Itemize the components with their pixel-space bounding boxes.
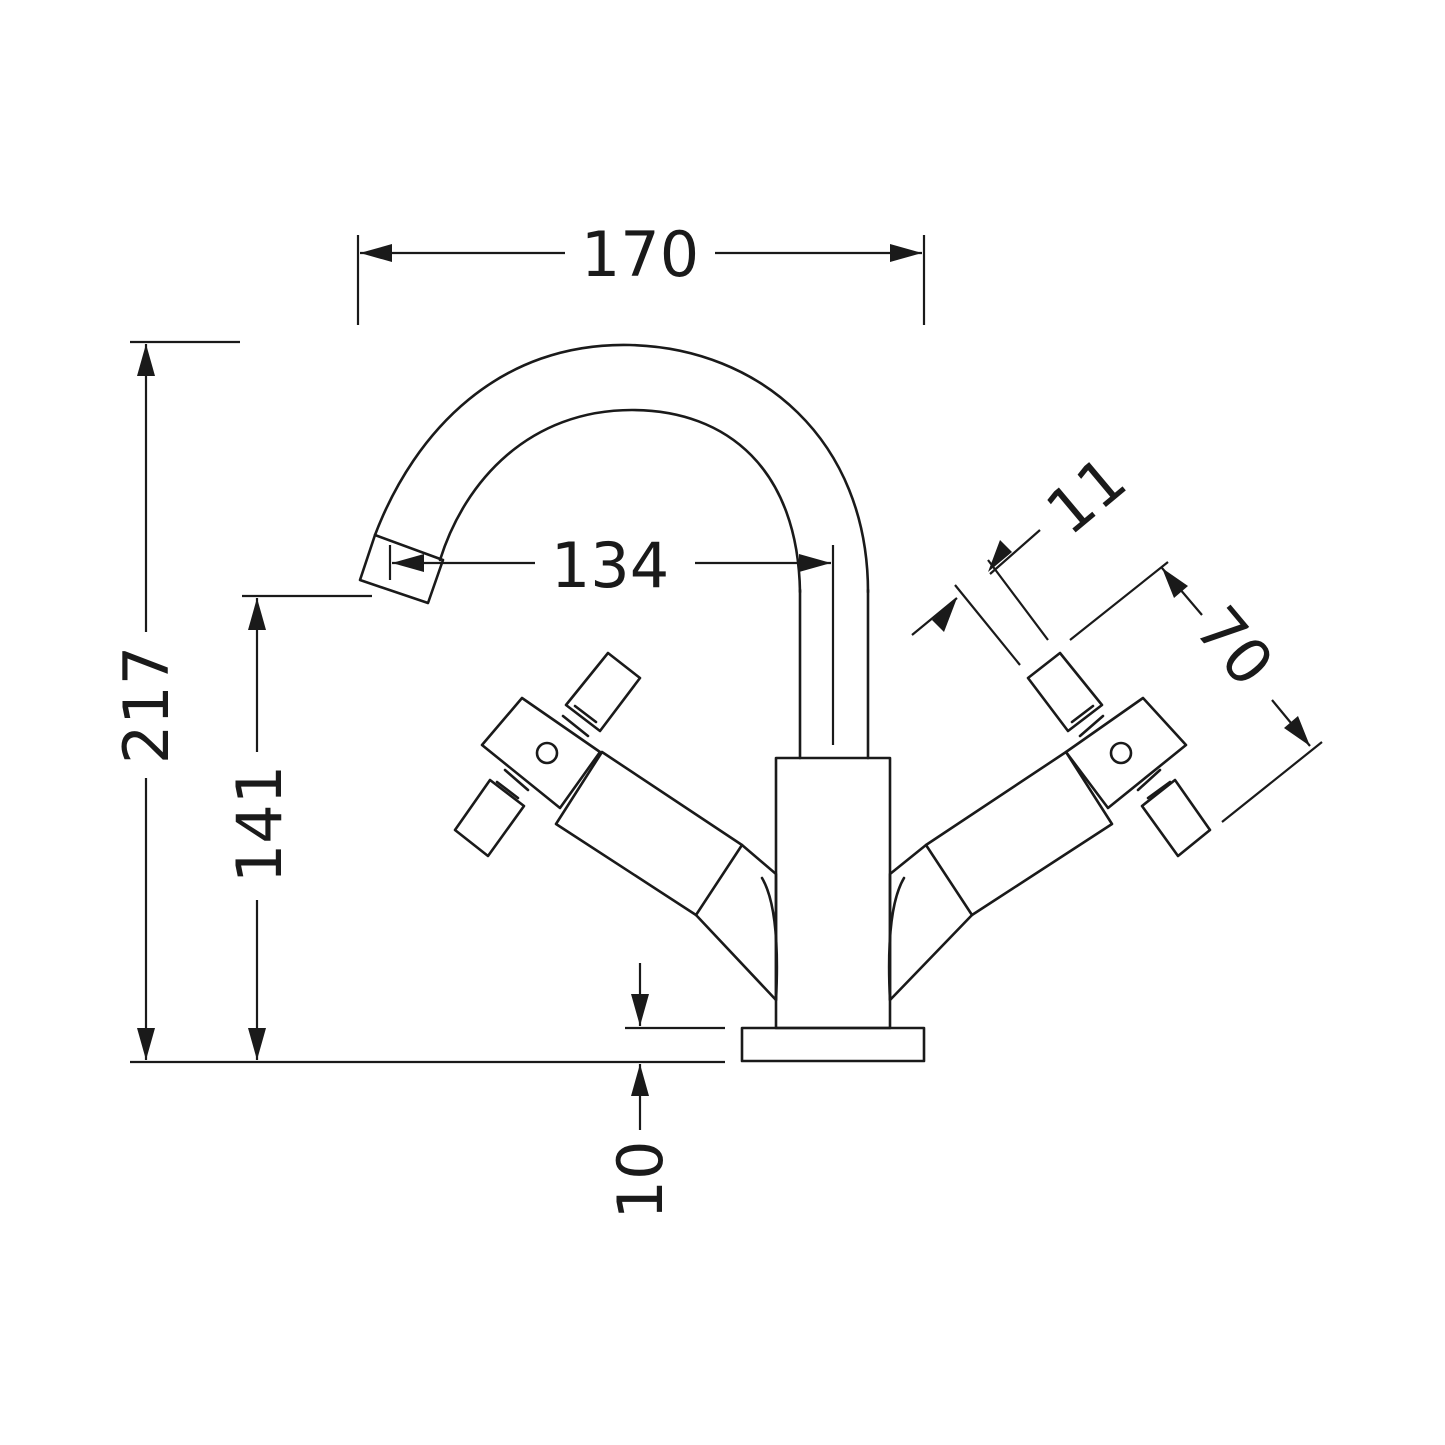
label-handle-width: 11 <box>1032 442 1139 549</box>
right-handle-lever-bottom <box>1140 778 1212 858</box>
dimension-base-height: 10 <box>604 963 725 1219</box>
dimension-handle-width: 11 <box>911 442 1140 666</box>
spout-riser <box>798 588 870 760</box>
right-handle-neck <box>888 843 974 1002</box>
dimension-spout-reach: 134 <box>388 529 835 745</box>
right-handle-arm-top <box>1070 704 1105 738</box>
label-base-height: 10 <box>604 1141 677 1220</box>
label-spout-height: 141 <box>223 765 296 883</box>
left-handle-arm-top <box>561 704 598 738</box>
dimension-overall-width: 170 <box>356 218 926 325</box>
right-handle-screw <box>1109 741 1133 765</box>
label-overall-height: 217 <box>110 646 183 764</box>
label-overall-width: 170 <box>581 218 699 291</box>
base-plate <box>740 1026 926 1063</box>
right-handle-lever-top <box>1026 651 1104 733</box>
spout-outlet <box>358 533 445 605</box>
dimension-handle-length: 70 <box>1069 561 1323 823</box>
right-handle-hub <box>1064 696 1188 810</box>
right-handle-arm-bottom <box>1136 768 1172 800</box>
dimension-spout-height: 141 <box>223 594 372 1060</box>
dimension-overall-height: 217 <box>110 340 725 1064</box>
left-handle-hub <box>480 696 602 810</box>
tap-body <box>358 343 1212 1063</box>
left-handle-arm-bottom <box>495 768 530 800</box>
right-handle-curve <box>887 876 906 1002</box>
left-handle-screw <box>535 741 559 765</box>
left-handle-neck <box>694 843 778 1002</box>
left-handle-lever-bottom <box>453 778 526 858</box>
spout-inner-curve <box>438 408 802 594</box>
left-handle-curve <box>760 876 779 1002</box>
left-handle-lever-top <box>564 651 642 733</box>
label-spout-reach: 134 <box>551 529 669 602</box>
central-body <box>774 756 892 1030</box>
spout-outer-curve <box>373 343 870 594</box>
